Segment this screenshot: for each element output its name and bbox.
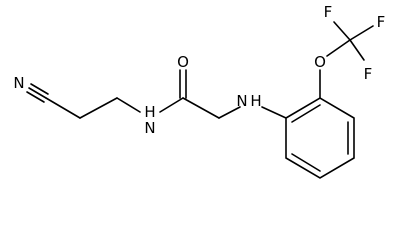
amide-hydrogen-label: H (144, 103, 155, 121)
cf-bond-1 (333, 21, 351, 41)
fluorine-label-1: F (324, 3, 333, 21)
nitrile-nitrogen-label: N (13, 74, 24, 92)
methylene-bond (182, 97, 220, 119)
amine-ring-bond (261, 106, 287, 119)
amide-nitrogen-label: N (144, 119, 155, 137)
chain-bond-3 (116, 97, 141, 113)
carbonyl-oxygen-label: O (177, 53, 189, 71)
benzene-inner-bond-1 (291, 104, 321, 123)
fluorine-label-2: F (377, 13, 386, 31)
bonds (26, 21, 374, 179)
cf-bond-3 (349, 39, 365, 61)
nitrile-triple-bond-1 (28, 87, 47, 99)
nitrile-triple-bond-3 (26, 91, 45, 103)
chain-bond-1 (45, 97, 81, 119)
cf-bond-2 (349, 25, 374, 41)
chemical-structure: N H N O N H O F F F (13, 3, 385, 179)
atom-labels: N H N O N H O F F F (13, 3, 385, 137)
chain-bond-2 (79, 97, 118, 119)
nitrile-triple-bond-2 (30, 83, 49, 95)
amine-nitrogen-label: N (236, 92, 247, 110)
methylene-amine-bond (218, 106, 241, 119)
ether-oxygen-label: O (314, 53, 326, 71)
benzene-inner-bond-3 (291, 153, 321, 172)
ether-cf3-bond (326, 39, 351, 57)
amine-hydrogen-label: H (250, 92, 261, 110)
benzene-ring (285, 97, 355, 179)
amide-bond (159, 97, 184, 113)
fluorine-label-3: F (364, 65, 373, 83)
